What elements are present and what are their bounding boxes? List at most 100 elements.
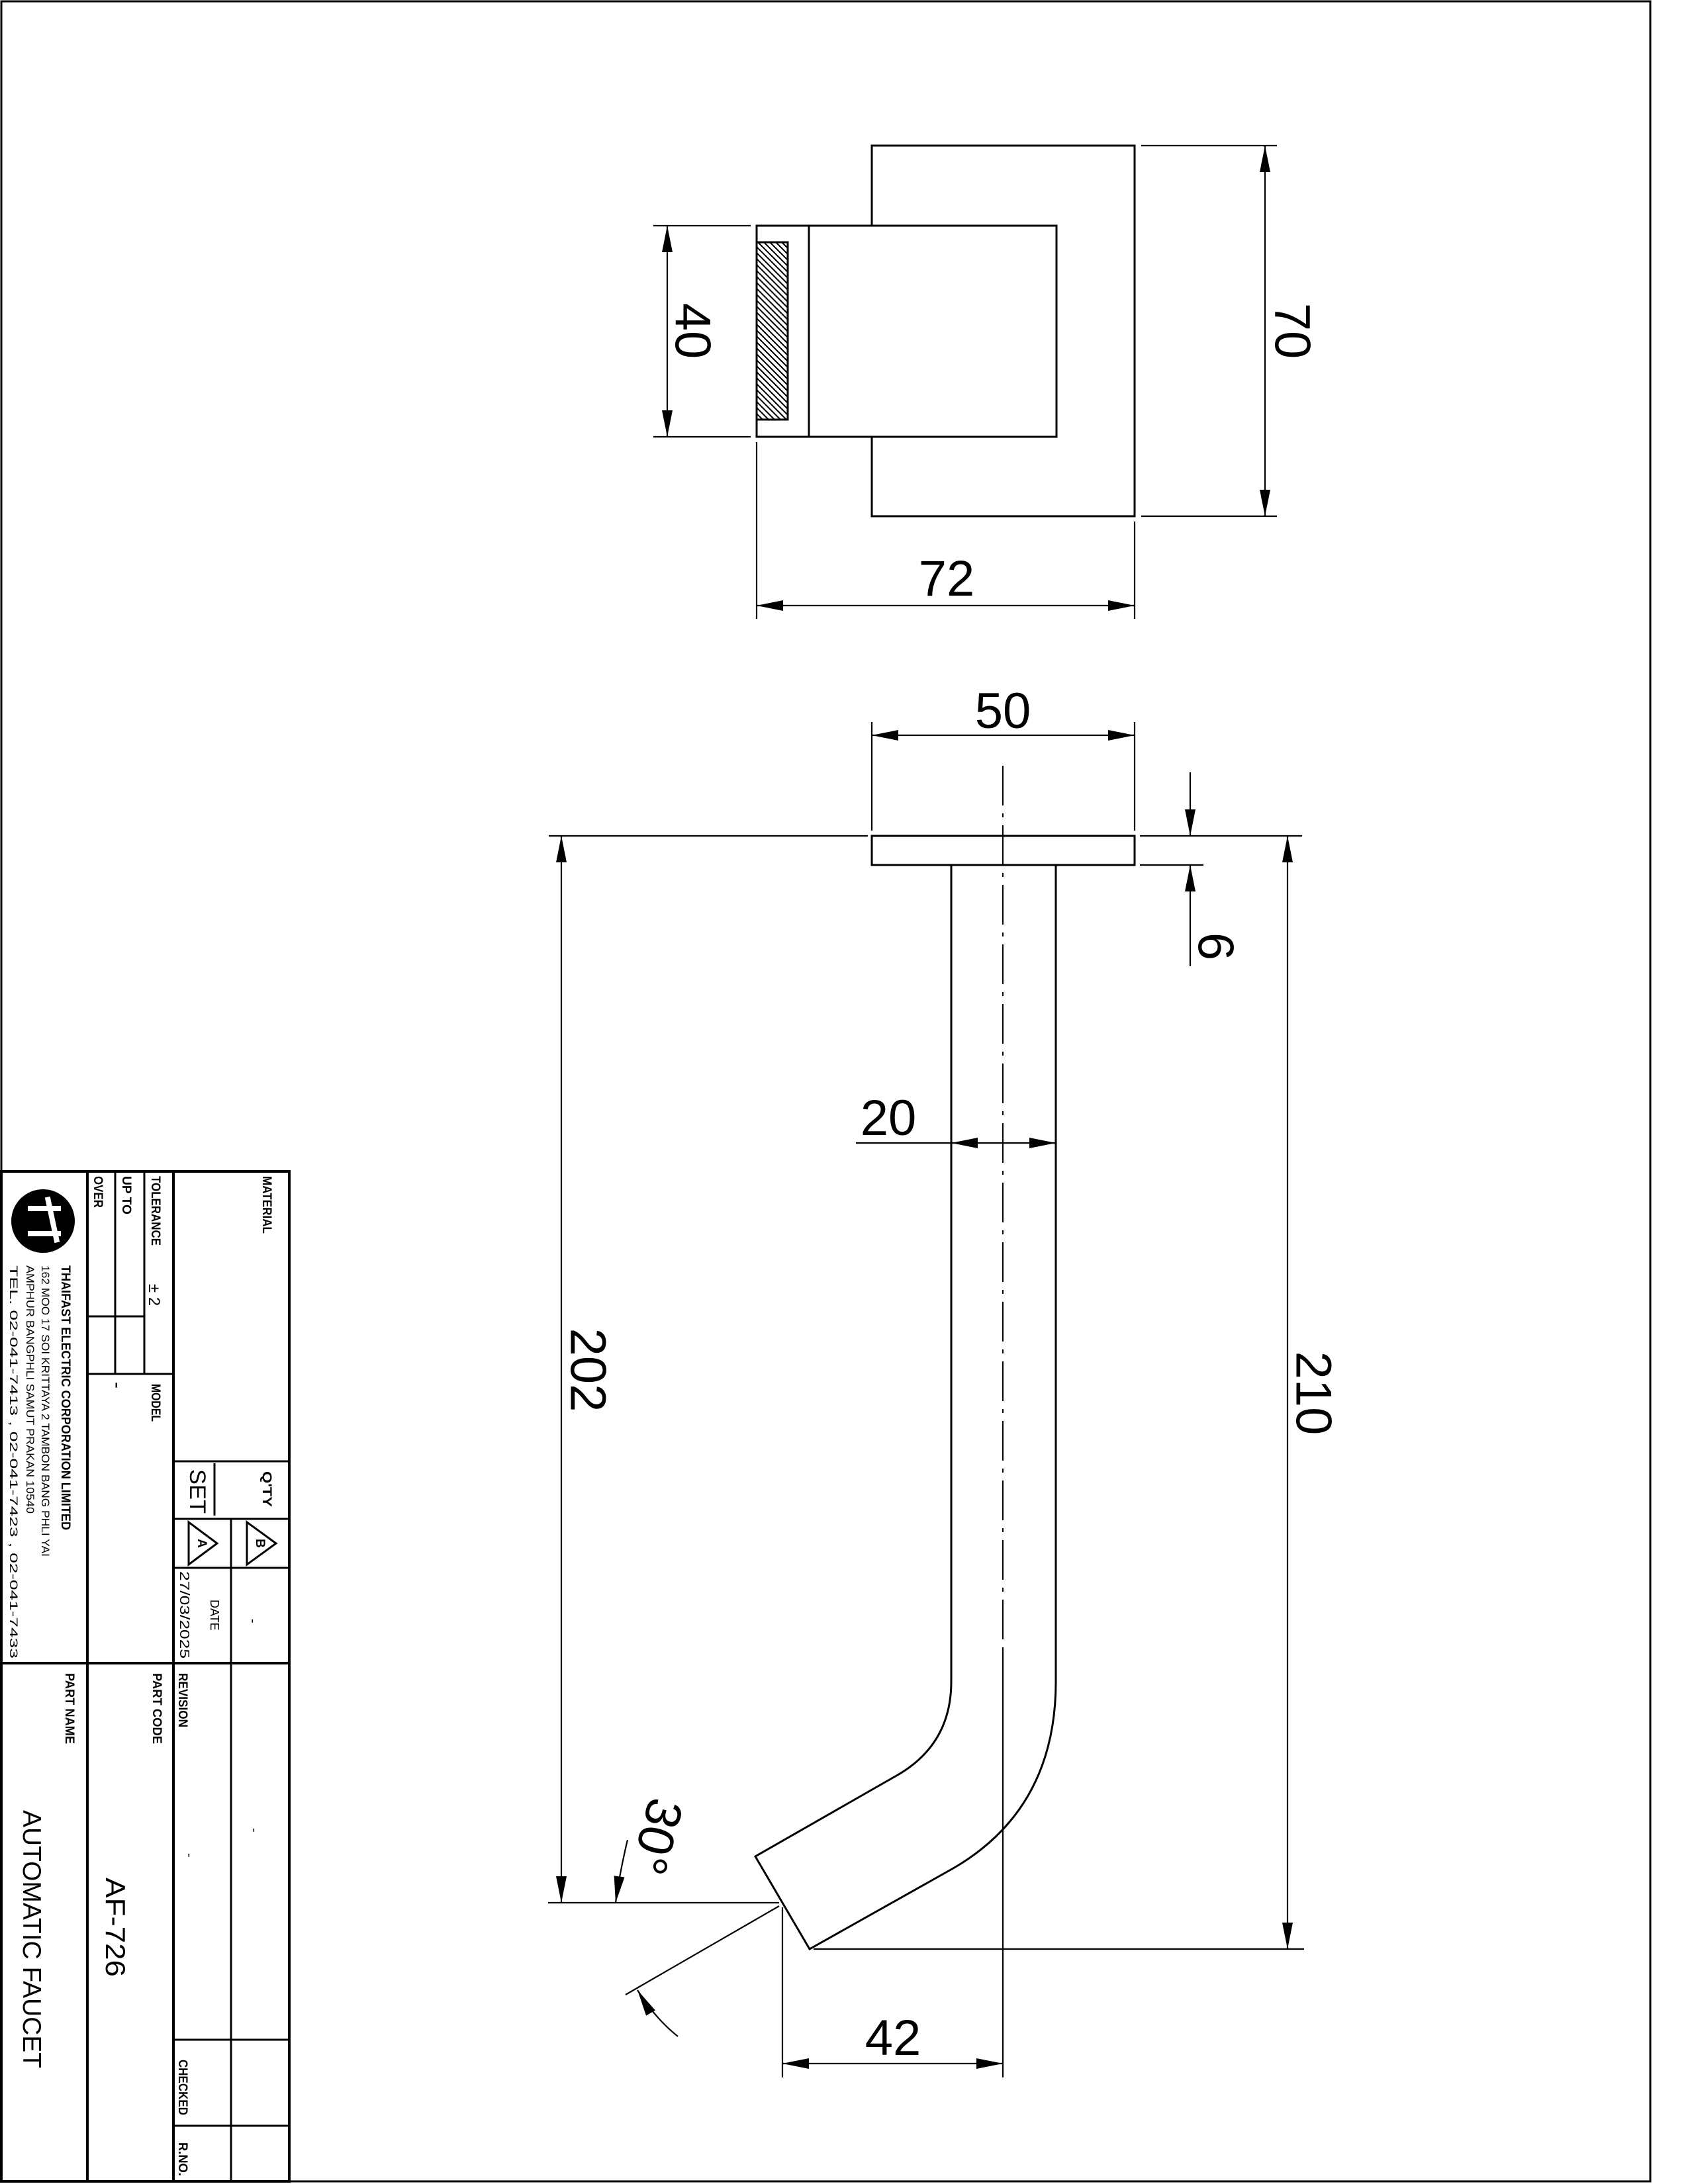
model-label: MODEL	[148, 1384, 162, 1422]
hatch-line	[756, 389, 787, 420]
sheet-frame	[0, 0, 1652, 2183]
dim-40-arrowhead	[662, 410, 673, 437]
hatch-line	[763, 242, 788, 267]
hatch-line	[756, 318, 788, 350]
title-block: THAIFAST ELECTRIC CORPORATION LIMITED 16…	[0, 1170, 291, 2183]
date-label: DATE	[208, 1600, 221, 1631]
revision-mark-a: A	[187, 1520, 219, 1567]
over-label: OVER	[91, 1176, 105, 1208]
hatch-line	[756, 324, 788, 356]
dim-6-label: 6	[1188, 933, 1244, 960]
hatch-line	[756, 365, 788, 398]
part-code-value: AF-726	[100, 1878, 131, 1977]
hatch-line	[756, 336, 788, 368]
front-view: 50 6 210 202 20 42 30°	[548, 683, 1342, 2077]
dim-42-arrowhead	[976, 2058, 1003, 2069]
hatch-line	[756, 401, 775, 420]
dim-202-label: 202	[560, 1328, 616, 1412]
qty-label: Q'TY	[259, 1471, 273, 1507]
dim-40-arrowhead	[662, 226, 673, 252]
dim-210-arrowhead	[1282, 836, 1293, 862]
hatch-lines	[756, 242, 788, 420]
hatch-line	[756, 347, 788, 380]
hatch-line	[756, 341, 788, 374]
material-label: MATERIAL	[259, 1176, 273, 1234]
dim-6-arrowhead	[1185, 809, 1196, 836]
dim-42-label: 42	[865, 2010, 921, 2066]
dim-70-arrowhead	[1260, 490, 1270, 516]
hatch-line	[769, 242, 788, 261]
hatch-line	[756, 383, 788, 416]
checked-label: CHECKED	[175, 2060, 189, 2115]
revision-mark-a-letter: A	[195, 1539, 209, 1548]
dim-202-arrowhead	[556, 836, 567, 862]
part-code-label: PART CODE	[150, 1673, 164, 1744]
dim-50-arrowhead	[872, 730, 898, 741]
tolerance-value: ± 2	[145, 1284, 163, 1306]
revision-label: REVISION	[175, 1673, 189, 1727]
dim-30-label: 30°	[620, 1792, 694, 1880]
angle-30-ext	[625, 1905, 780, 1995]
hatch-line	[756, 353, 788, 386]
dim-202-arrowhead	[556, 1876, 567, 1903]
dim-70-label: 70	[1264, 303, 1321, 359]
hatch-line	[756, 306, 788, 338]
hatch-line	[756, 252, 788, 285]
part-name-value: AUTOMATIC FAUCET	[17, 1810, 46, 2068]
dim-50-label: 50	[975, 683, 1031, 739]
company-phone: TEL. 02-041-7413 , 02-041-7423 , 02-041-…	[7, 1265, 20, 1659]
dimension-arrows	[556, 146, 1293, 2069]
hatch-line	[756, 276, 788, 308]
rno-label: R.NO.	[175, 2142, 189, 2176]
dim-42-arrowhead	[782, 2058, 809, 2069]
revision-b-value: -	[247, 1828, 261, 1833]
rev-b-date: -	[246, 1619, 260, 1623]
dim-210-arrowhead	[1282, 1923, 1293, 1949]
hatch-line	[756, 264, 788, 296]
hatch-line	[756, 282, 788, 314]
hatch-line	[756, 312, 788, 344]
part-name-label: PART NAME	[62, 1673, 76, 1744]
hatch-line	[756, 288, 788, 320]
company-address-2: AMPHUR BANGPHLI SAMUT PRAKAN 10540	[24, 1265, 36, 1514]
hatch-line	[781, 242, 788, 249]
tolerance-label: TOLERANCE	[148, 1176, 162, 1246]
hatch-line	[756, 359, 788, 392]
angle-30-arrowhead	[637, 1990, 655, 2016]
revision-mark-b: B	[246, 1520, 278, 1567]
dim-40-label: 40	[665, 303, 721, 359]
hatch-line	[756, 294, 788, 326]
dim-72-arrowhead	[757, 600, 783, 611]
company-name: THAIFAST ELECTRIC CORPORATION LIMITED	[58, 1265, 72, 1530]
dim-20-label: 20	[861, 1090, 917, 1146]
hatch-line	[756, 371, 788, 404]
company-address-1: 162 MOO 17 SOI KRITTAYA 2 TAMBON BANG PH…	[39, 1265, 52, 1557]
hatch-line	[756, 246, 788, 279]
dim-70-arrowhead	[1260, 146, 1270, 172]
revision-mark-b-letter: B	[253, 1539, 267, 1548]
revision-value: -	[182, 1853, 197, 1858]
up-to-label: UP TO	[119, 1176, 133, 1214]
top-view-body	[755, 224, 1058, 438]
dim-50-arrowhead	[1108, 730, 1135, 741]
hatch-line	[756, 300, 788, 332]
hatch-line	[756, 258, 788, 291]
spout-pipe	[753, 865, 1057, 1951]
dim-20-arrowhead	[951, 1138, 978, 1148]
hatch-line	[757, 242, 788, 273]
hatch-line	[775, 242, 788, 255]
top-view: 70 40 72	[653, 144, 1321, 619]
hatch-line	[756, 413, 763, 420]
hatch-line	[756, 270, 788, 302]
model-value: -	[107, 1382, 128, 1388]
company-logo	[11, 1189, 75, 1253]
hatch-line	[756, 330, 788, 362]
dim-6-arrowhead	[1185, 865, 1196, 891]
dim-20-arrowhead	[1029, 1138, 1056, 1148]
angle-30-arrowhead	[614, 1876, 625, 1903]
qty-unit: SET	[185, 1469, 210, 1514]
hatch-line	[756, 377, 788, 410]
dim-72-arrowhead	[1108, 600, 1135, 611]
dim-72-label: 72	[919, 551, 975, 607]
